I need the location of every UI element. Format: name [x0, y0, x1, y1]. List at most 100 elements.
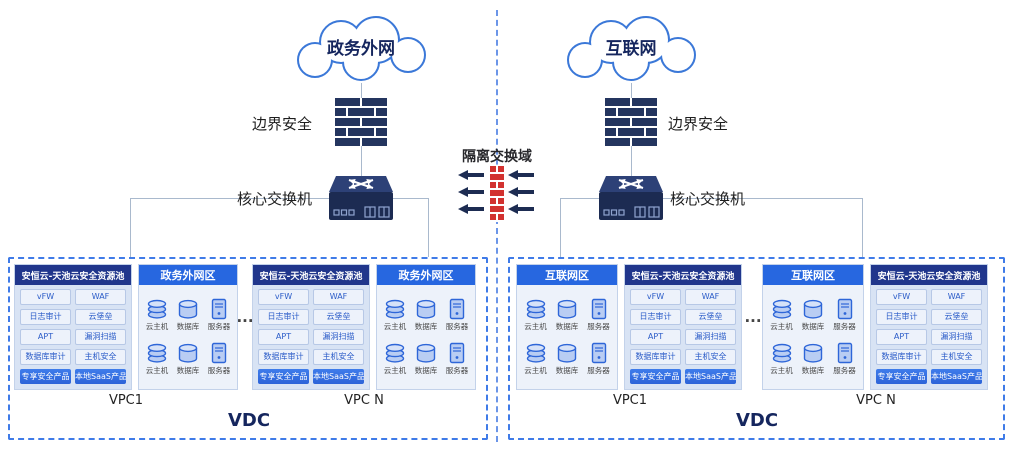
pool-item: 漏洞扫描	[931, 329, 982, 345]
server-icon	[208, 342, 230, 364]
security-pool-title: 安恒云-天池云安全资源池	[871, 265, 987, 285]
pool-item: 数据库审计	[630, 349, 681, 365]
connector-line	[631, 146, 632, 176]
gov-extranet-cloud-label: 政务外网	[327, 39, 395, 59]
network-zone-panel: 政务外网区 云主机 数据库 服务器 云主机 数据库 服务器	[376, 264, 476, 390]
host-label: 服务器	[445, 366, 469, 376]
pool-item: 主机安全	[75, 349, 126, 365]
security-pool-panel: 安恒云-天池云安全资源池 vFW WAF 日志审计 云堡垒 APT 漏洞扫描 数…	[624, 264, 742, 390]
pool-item: vFW	[876, 289, 927, 305]
isolation-brick-wall-icon	[490, 166, 504, 222]
database-icon	[415, 342, 437, 364]
pool-item: 数据库审计	[20, 349, 71, 365]
host-label: 数据库	[801, 321, 825, 331]
pool-item: 漏洞扫描	[685, 329, 736, 345]
server-icon	[446, 342, 468, 364]
network-zone-panel: 互联网区 云主机 数据库 服务器 云主机 数据库 服务器	[762, 264, 864, 390]
pool-item: vFW	[258, 289, 309, 305]
connector-line	[631, 83, 632, 98]
pool-product-button: 本地SaaS产品	[313, 369, 364, 384]
pool-item: 主机安全	[313, 349, 364, 365]
core-switch-label-right: 核心交换机	[670, 190, 746, 208]
host-label: 数据库	[414, 321, 438, 331]
pool-product-button: 本地SaaS产品	[685, 369, 736, 384]
database-icon	[556, 342, 578, 364]
cloud-host-icon	[146, 342, 168, 364]
vpc-label: VPC N	[344, 393, 384, 408]
pool-product-button: 专享安全产品	[630, 369, 681, 384]
host-label: 数据库	[555, 366, 579, 376]
host-label: 数据库	[555, 321, 579, 331]
host-label: 服务器	[207, 366, 231, 376]
zone-title: 互联网区	[517, 265, 617, 285]
security-pool-panel: 安恒云-天池云安全资源池 vFW WAF 日志审计 云堡垒 APT 漏洞扫描 数…	[252, 264, 370, 390]
pool-item: WAF	[931, 289, 982, 305]
cloud-host-icon	[146, 298, 168, 320]
vpc-label: VPC N	[856, 393, 896, 408]
host-label: 服务器	[587, 321, 610, 331]
connector-line	[560, 198, 561, 257]
flow-arrow-icon	[458, 204, 484, 214]
pool-item: 云堡垒	[313, 309, 364, 325]
vdc-label: VDC	[227, 410, 271, 431]
firewall-icon-left	[335, 98, 387, 146]
host-label: 云主机	[770, 366, 793, 376]
pool-item: 云堡垒	[931, 309, 982, 325]
host-label: 云主机	[383, 366, 407, 376]
host-label: 服务器	[833, 321, 856, 331]
pool-item: APT	[20, 329, 71, 345]
connector-line	[663, 198, 862, 199]
database-icon	[177, 298, 199, 320]
host-label: 云主机	[524, 366, 547, 376]
flow-arrow-icon	[458, 187, 484, 197]
connector-line	[862, 198, 863, 257]
pool-item: 日志审计	[20, 309, 71, 325]
flow-arrow-icon	[508, 204, 534, 214]
host-label: 服务器	[833, 366, 856, 376]
pool-item: 日志审计	[630, 309, 681, 325]
connector-line	[560, 198, 599, 199]
vpc-ellipsis: ...	[236, 308, 254, 326]
server-icon	[588, 342, 610, 364]
host-label: 数据库	[176, 366, 200, 376]
host-label: 数据库	[801, 366, 825, 376]
pool-item: APT	[876, 329, 927, 345]
core-switch-label-left: 核心交换机	[237, 190, 313, 208]
vpc-label: VPC1	[612, 393, 648, 408]
cloud-host-icon	[525, 298, 547, 320]
pool-product-button: 本地SaaS产品	[931, 369, 982, 384]
isolation-divider-line	[496, 10, 498, 442]
cloud-host-icon	[384, 342, 406, 364]
pool-item: APT	[630, 329, 681, 345]
pool-item: WAF	[313, 289, 364, 305]
security-pool-title: 安恒云-天池云安全资源池	[625, 265, 741, 285]
pool-item: 数据库审计	[258, 349, 309, 365]
pool-item: 漏洞扫描	[313, 329, 364, 345]
flow-arrow-icon	[458, 170, 484, 180]
security-pool-title: 安恒云-天池云安全资源池	[253, 265, 369, 285]
host-label: 服务器	[445, 321, 469, 331]
vdc-container-right	[508, 257, 1005, 440]
pool-item: 日志审计	[876, 309, 927, 325]
isolation-domain-label: 隔离交换域	[462, 149, 532, 165]
zone-title: 政务外网区	[377, 265, 475, 285]
border-security-label-left: 边界安全	[252, 115, 313, 133]
connector-line	[393, 198, 428, 199]
server-icon	[834, 342, 856, 364]
pool-item: 主机安全	[931, 349, 982, 365]
core-switch-icon-right	[599, 176, 663, 220]
pool-item: WAF	[685, 289, 736, 305]
database-icon	[802, 298, 824, 320]
pool-item: 云堡垒	[685, 309, 736, 325]
vpc-label: VPC1	[108, 393, 144, 408]
pool-item: 云堡垒	[75, 309, 126, 325]
pool-product-button: 专享安全产品	[20, 369, 71, 384]
host-label: 云主机	[383, 321, 407, 331]
host-label: 云主机	[524, 321, 547, 331]
database-icon	[415, 298, 437, 320]
flow-arrow-icon	[508, 170, 534, 180]
cloud-host-icon	[384, 298, 406, 320]
cloud-host-icon	[771, 298, 793, 320]
pool-item: 日志审计	[258, 309, 309, 325]
